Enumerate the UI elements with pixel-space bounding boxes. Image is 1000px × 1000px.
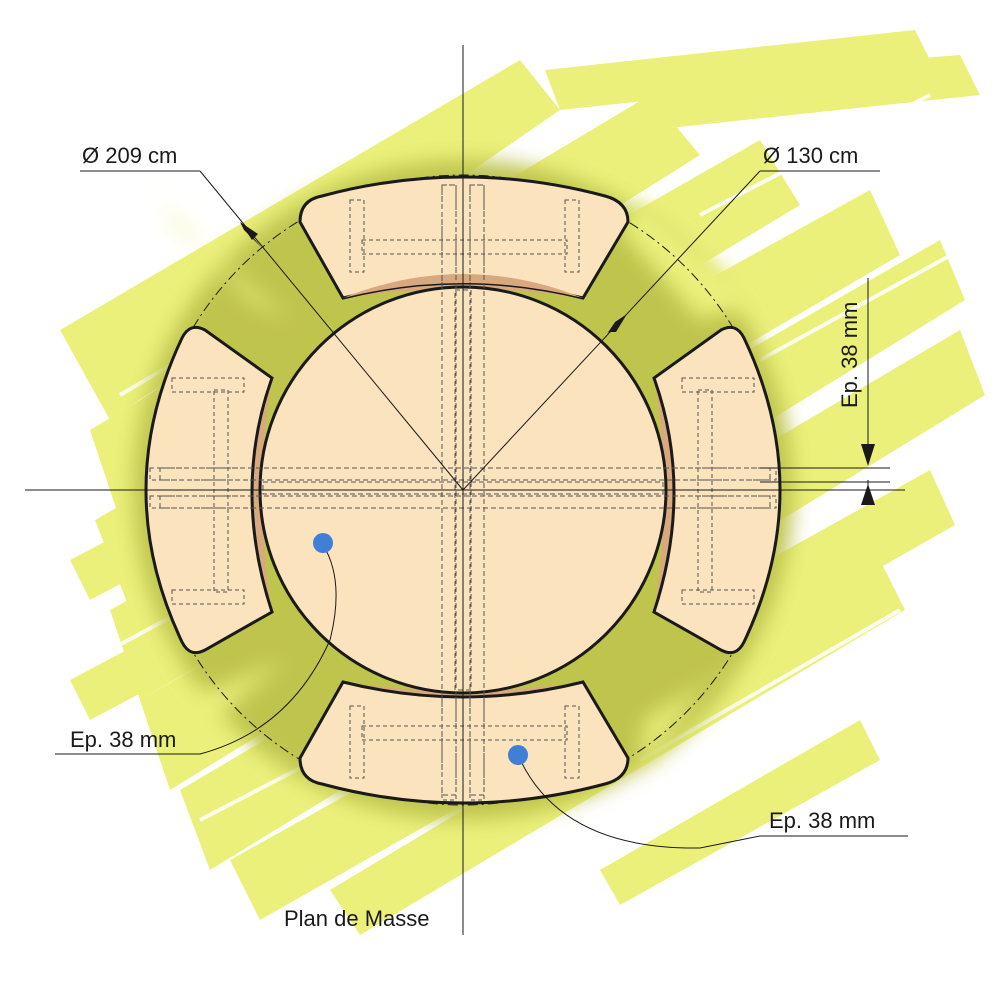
label-thickness-left: Ep. 38 mm <box>70 727 176 752</box>
label-thickness-bottom: Ep. 38 mm <box>769 808 875 833</box>
label-thickness-right: Ep. 38 mm <box>837 302 862 408</box>
callout-leaders <box>55 544 908 849</box>
label-diameter-table: Ø 130 cm <box>763 143 858 168</box>
caption-plan-de-masse: Plan de Masse <box>284 906 430 931</box>
bench-top <box>298 175 630 300</box>
thickness-arrows <box>861 444 875 505</box>
marker-bench-bottom[interactable] <box>508 745 528 765</box>
marker-table[interactable] <box>313 533 333 553</box>
label-diameter-outer: Ø 209 cm <box>82 143 177 168</box>
halo-gaps <box>160 200 760 770</box>
dimension-arrows <box>240 222 627 334</box>
bench-bottom <box>298 680 630 805</box>
